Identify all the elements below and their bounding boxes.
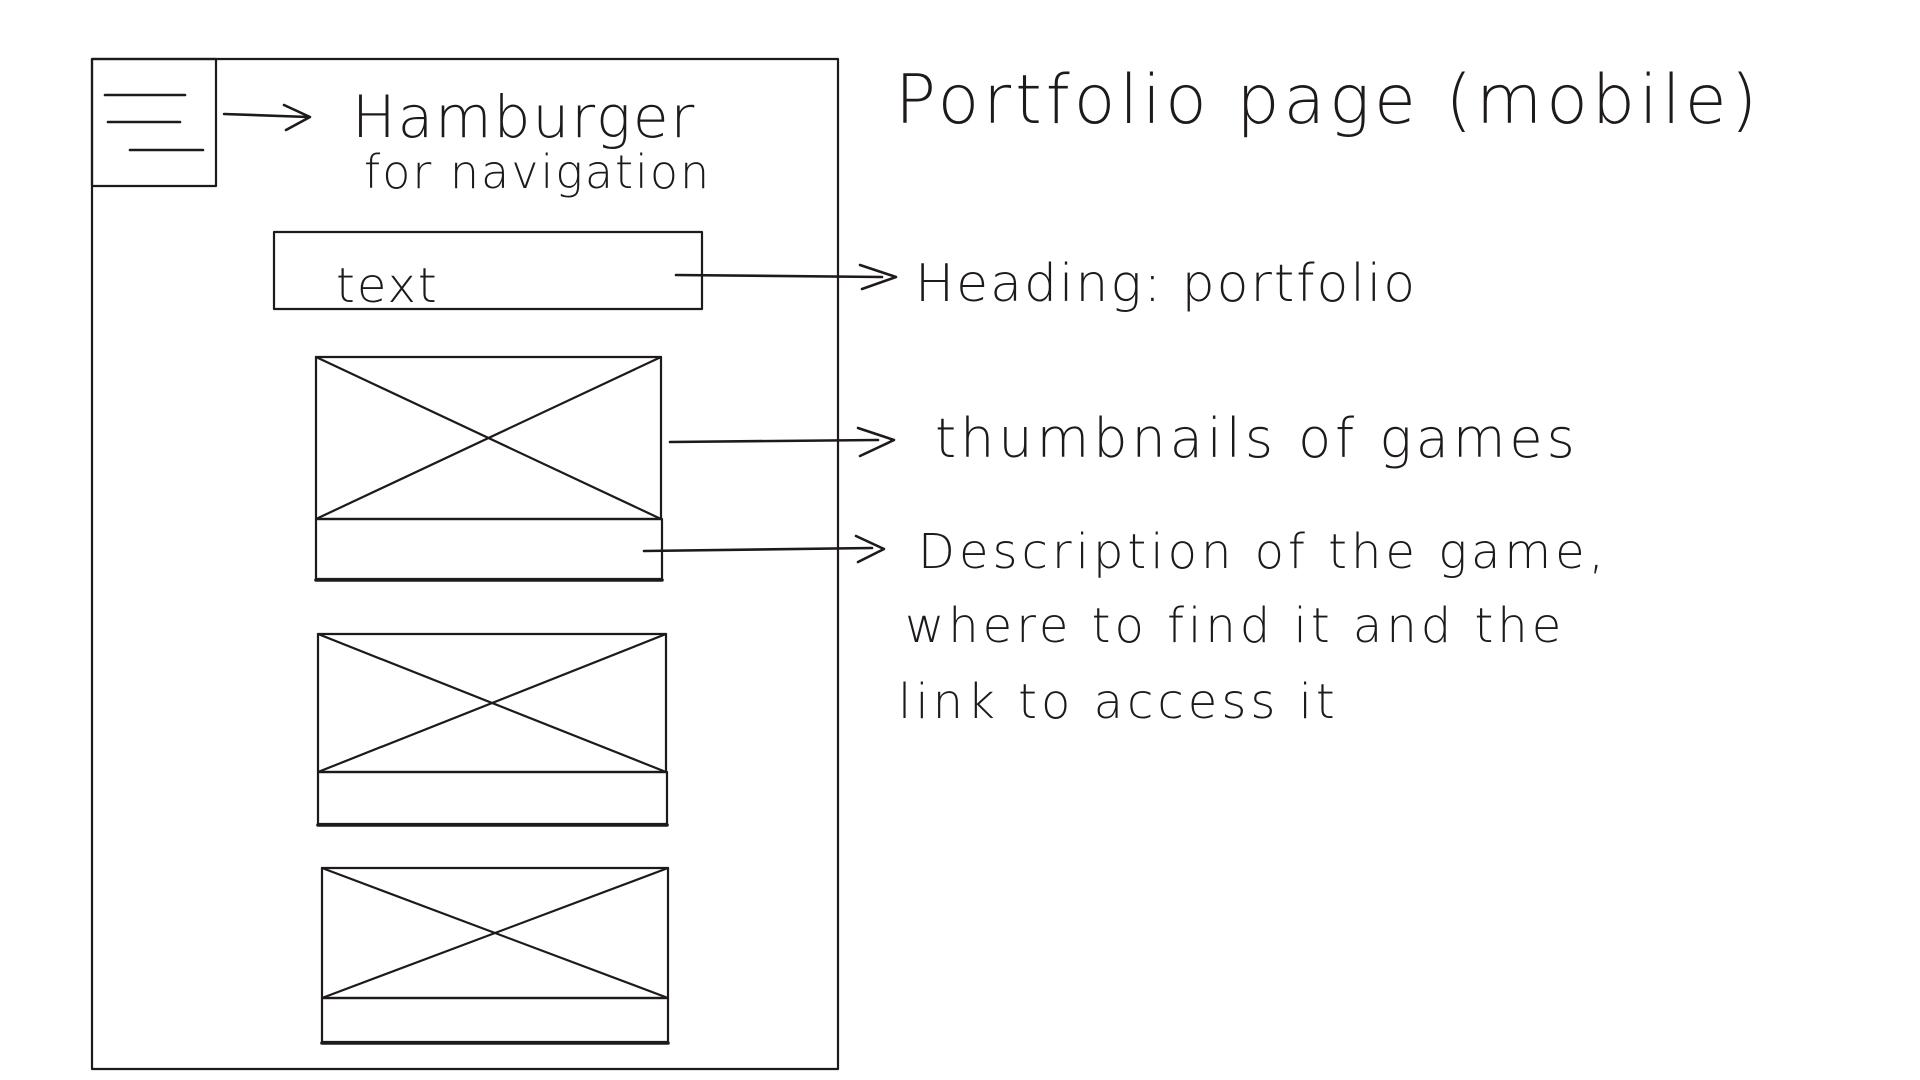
hamburger-box: [90, 57, 218, 188]
description-annotation-line-2: where to find it and the: [905, 598, 1565, 654]
thumbnail-description-bar: [316, 770, 669, 826]
heading-annotation: Heading: portfolio: [915, 254, 1417, 314]
thumbnail-description-bar: [314, 517, 664, 581]
description-annotation-line-1: Description of the game,: [918, 524, 1608, 580]
hamburger-label: Hamburger: [352, 83, 696, 151]
arrow-to-hamburger-label: [222, 103, 312, 132]
thumbnail-card-1: [314, 355, 664, 582]
thumbnail-card-3: [320, 866, 670, 1045]
heading-placeholder-text: text: [336, 258, 439, 314]
page-title: Portfolio page (mobile): [895, 61, 1761, 140]
phone-frame: [90, 57, 840, 1071]
thumbnail-card-2: [316, 632, 669, 827]
arrow-to-description-label: [642, 534, 886, 564]
thumbnail-description-bar: [320, 996, 670, 1044]
hamburger-label-line-2: for navigation: [364, 145, 711, 199]
hamburger-menu-icon: [103, 93, 205, 152]
arrow-to-heading-label: [674, 263, 898, 291]
thumbnails-annotation: thumbnails of games: [935, 407, 1579, 470]
arrow-to-thumbnails-label: [668, 426, 896, 458]
heading-text-box: [272, 230, 704, 311]
description-annotation-line-3: link to access it: [898, 674, 1339, 730]
